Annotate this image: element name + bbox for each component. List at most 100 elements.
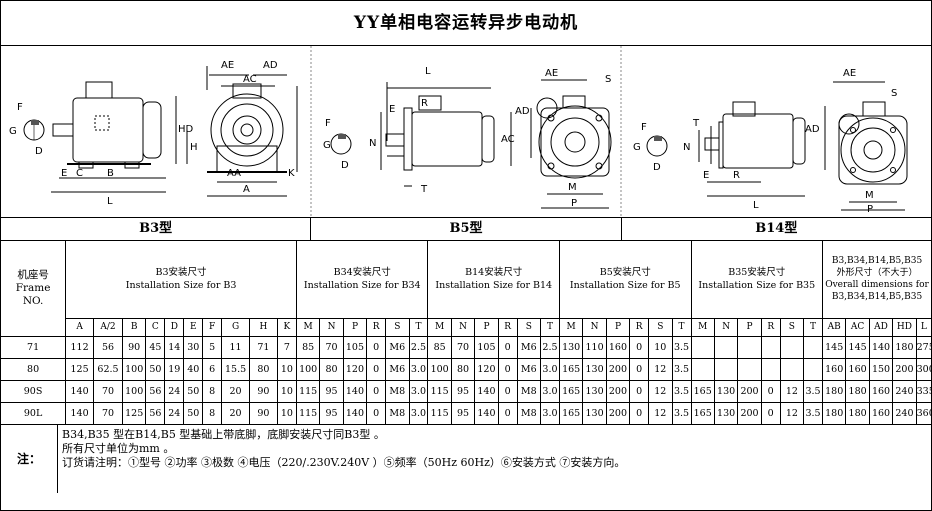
dim-label: K: [288, 168, 295, 179]
table-cell: 130: [713, 401, 739, 425]
table-cell: 0: [629, 401, 650, 425]
table-cell: 11: [221, 335, 250, 359]
table-cell: 145: [822, 335, 847, 359]
dim-label: AE: [843, 68, 856, 79]
table-cell: 62.5: [93, 357, 123, 381]
dimension-table: 机座号 Frame NO. B3安装尺寸 Installation Size f…: [1, 241, 931, 425]
table-cell: 2.5: [408, 335, 429, 359]
dim-label: S: [891, 88, 897, 99]
type-b5: B5型: [311, 218, 622, 240]
column-header: S: [516, 317, 542, 337]
table-cell: 140: [342, 379, 368, 403]
column-header: M: [427, 317, 452, 337]
table-cell: 140: [65, 401, 95, 425]
column-header: S: [779, 317, 805, 337]
table-cell: 120: [342, 357, 368, 381]
frame-cell: 80: [1, 357, 67, 381]
table-cell: 56: [93, 335, 123, 359]
table-cell: 12: [779, 379, 805, 403]
table-cell: 100: [427, 357, 452, 381]
table-cell: 130: [713, 379, 739, 403]
column-header: F: [202, 317, 223, 337]
table-cell: 200: [892, 357, 917, 381]
column-header: S: [385, 317, 410, 337]
dim-label: P: [867, 204, 873, 215]
table-cell: 0: [366, 335, 387, 359]
table-cell: 85: [427, 335, 452, 359]
table-cell: 0: [629, 379, 650, 403]
type-b3: B3型: [1, 218, 312, 240]
table-cell: 140: [342, 401, 368, 425]
group-cn: B35安装尺寸: [728, 267, 786, 279]
table-cell: 45: [145, 335, 166, 359]
dim-label: F: [17, 102, 23, 113]
dim-label: B: [107, 168, 114, 179]
column-header: P: [474, 317, 499, 337]
table-cell: [713, 357, 739, 381]
table-cell: 115: [295, 379, 321, 403]
dim-label: D: [35, 146, 43, 157]
table-cell: 200: [605, 401, 631, 425]
column-header: T: [540, 317, 560, 337]
column-header: N: [582, 317, 607, 337]
dim-label: F: [325, 118, 331, 129]
table-cell: 130: [582, 401, 607, 425]
table-cell: 12: [779, 401, 805, 425]
table-cell: 10: [276, 401, 297, 425]
motor-drawings: F G D E C B L H HD AE AD AC AA A K L E R…: [9, 46, 908, 217]
table-cell: 0: [760, 379, 781, 403]
table-cell: 3.5: [671, 357, 692, 381]
table-cell: 0: [366, 379, 387, 403]
type-b14: B14型: [755, 221, 798, 236]
table-cell: 275: [915, 335, 931, 359]
column-header: P: [342, 317, 368, 337]
table-cell: [737, 335, 762, 359]
table-cell: 3.0: [540, 357, 560, 381]
dim-label: AC: [243, 74, 257, 85]
table-cell: 140: [474, 379, 499, 403]
table-cell: [737, 357, 762, 381]
frame-cell: 90S: [1, 379, 67, 403]
table-cell: 3.5: [803, 401, 824, 425]
column-header: S: [648, 317, 673, 337]
table-cell: 0: [497, 357, 518, 381]
group-overall: B3,B34,B14,B5,B35 外形尺寸（不大于） Overall dime…: [822, 241, 931, 319]
column-header: R: [366, 317, 387, 337]
column-header: AD: [868, 317, 894, 337]
column-header: A/2: [93, 317, 123, 337]
table-cell: 90: [249, 379, 278, 403]
table-cell: M6: [385, 335, 410, 359]
dim-label: N: [683, 142, 690, 153]
table-cell: 70: [93, 401, 123, 425]
table-cell: 3.5: [803, 379, 824, 403]
table-cell: 80: [450, 357, 476, 381]
overall-line: B3,B34,B14,B5,B35: [831, 256, 923, 267]
dim-label: M: [568, 182, 577, 193]
table-cell: M6: [516, 357, 542, 381]
table-cell: 0: [497, 401, 518, 425]
table-cell: 15.5: [221, 357, 250, 381]
dim-label: G: [633, 142, 641, 153]
dim-label: G: [323, 140, 331, 151]
group-cn: B34安装尺寸: [333, 267, 391, 279]
table-cell: 160: [845, 357, 870, 381]
dim-label: E: [389, 104, 395, 115]
table-cell: 105: [474, 335, 499, 359]
dim-label: G: [9, 126, 17, 137]
column-header: D: [164, 317, 185, 337]
overall-line: Overall dimensions for: [825, 280, 929, 291]
table-cell: 19: [164, 357, 185, 381]
table-cell: 300: [915, 357, 931, 381]
table-cell: M8: [516, 401, 542, 425]
dim-label: D: [653, 162, 661, 173]
column-header: G: [221, 317, 250, 337]
column-header: M: [295, 317, 321, 337]
dim-label: AC: [501, 134, 515, 145]
column-header: M: [690, 317, 715, 337]
table-cell: 24: [164, 379, 185, 403]
dim-label: T: [420, 184, 428, 195]
